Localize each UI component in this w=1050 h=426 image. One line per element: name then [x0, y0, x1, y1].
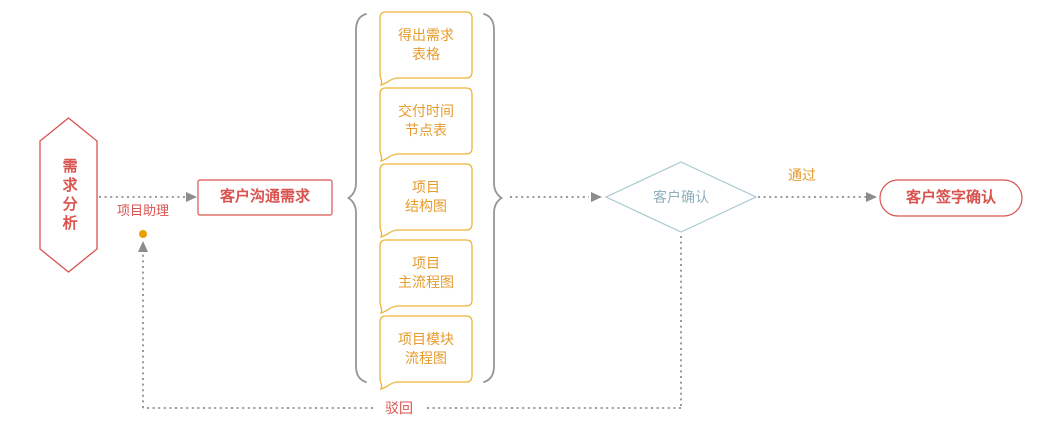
- arrowhead-end: [866, 192, 877, 202]
- note-shape-4: [379, 239, 473, 315]
- end-shape: [879, 179, 1023, 217]
- arrowhead-communicate: [186, 192, 197, 202]
- communicate-shape: [197, 179, 333, 216]
- group-brace-right: [483, 13, 504, 383]
- note-shape-3: [379, 163, 473, 239]
- start-shape: [39, 117, 98, 273]
- arrowhead-decision: [591, 192, 602, 202]
- arrowhead-assistant-dot: [138, 241, 148, 252]
- note-shape-1: [379, 11, 473, 87]
- assistant-connection-dot: [139, 230, 147, 238]
- note-shape-2: [379, 87, 473, 163]
- note-shape-5: [379, 315, 473, 391]
- decision-shape: [604, 161, 758, 233]
- group-brace-left: [346, 13, 367, 383]
